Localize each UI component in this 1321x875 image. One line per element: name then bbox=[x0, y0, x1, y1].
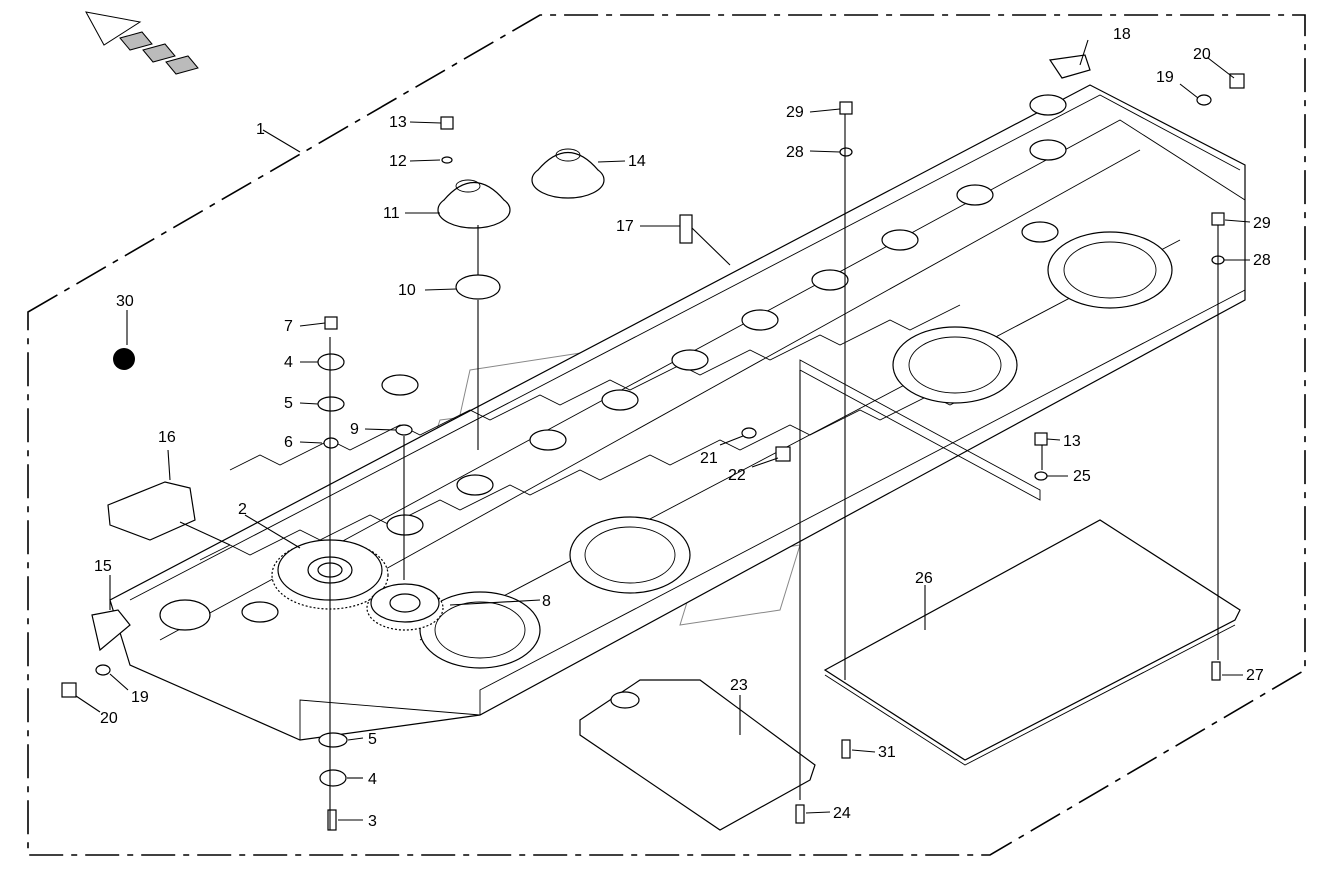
shield-plate bbox=[799, 359, 1041, 501]
small-hardware bbox=[61, 73, 1245, 831]
callout-22: 22 bbox=[728, 467, 746, 484]
callout-3: 3 bbox=[368, 813, 377, 830]
callout-11: 11 bbox=[383, 205, 400, 222]
callout-6: 6 bbox=[284, 434, 293, 451]
callout-7: 7 bbox=[284, 318, 293, 335]
callout-4-upper: 4 bbox=[284, 354, 293, 371]
hub-part-14 bbox=[531, 148, 605, 199]
cover-plate-23 bbox=[579, 679, 816, 831]
callout-15: 15 bbox=[94, 558, 112, 575]
drive-gear-small bbox=[366, 583, 444, 631]
callout-9: 9 bbox=[350, 421, 359, 438]
callout-13-top: 13 bbox=[389, 114, 407, 131]
callout-16: 16 bbox=[158, 429, 176, 446]
callout-10: 10 bbox=[398, 282, 416, 299]
callout-labels: 1 2 3 4 4 5 5 6 7 8 9 10 11 12 13 13 14 … bbox=[94, 26, 1271, 830]
hub-part-11 bbox=[437, 179, 511, 229]
callout-17: 17 bbox=[616, 218, 634, 235]
callout-25: 25 bbox=[1073, 468, 1091, 485]
callout-31: 31 bbox=[878, 744, 896, 761]
callout-13-right: 13 bbox=[1063, 433, 1081, 450]
callout-20-top: 20 bbox=[1193, 46, 1211, 63]
callout-26: 26 bbox=[915, 570, 933, 587]
direction-arrow-icon bbox=[85, 11, 199, 75]
assembly-boundary bbox=[27, 14, 1306, 856]
guard-parts bbox=[91, 54, 1091, 652]
bearing-seats bbox=[159, 94, 1173, 669]
callout-18: 18 bbox=[1113, 26, 1131, 43]
reference-dot bbox=[113, 348, 135, 370]
leader-lines bbox=[75, 39, 1251, 830]
callout-29-right: 29 bbox=[1253, 215, 1271, 232]
callout-4-lower: 4 bbox=[368, 771, 377, 788]
callout-5-lower: 5 bbox=[368, 731, 377, 748]
callout-5-upper: 5 bbox=[284, 395, 293, 412]
callout-29-left: 29 bbox=[786, 104, 804, 121]
callout-30: 30 bbox=[116, 293, 134, 310]
callout-28-left: 28 bbox=[786, 144, 804, 161]
callout-24: 24 bbox=[833, 805, 851, 822]
callout-2: 2 bbox=[238, 501, 247, 518]
callout-12: 12 bbox=[389, 153, 407, 170]
callout-14: 14 bbox=[628, 153, 646, 170]
callout-19-top: 19 bbox=[1156, 69, 1174, 86]
callout-27: 27 bbox=[1246, 667, 1264, 684]
callout-19-bottom: 19 bbox=[131, 689, 149, 706]
cover-plate-26 bbox=[823, 519, 1241, 766]
callout-23: 23 bbox=[730, 677, 748, 694]
callout-8: 8 bbox=[542, 593, 551, 610]
cutter-bar-housing bbox=[109, 84, 1246, 741]
callout-28-right: 28 bbox=[1253, 252, 1271, 269]
callout-1: 1 bbox=[256, 121, 265, 138]
callout-20-bottom: 20 bbox=[100, 710, 118, 727]
callout-21: 21 bbox=[700, 450, 718, 467]
